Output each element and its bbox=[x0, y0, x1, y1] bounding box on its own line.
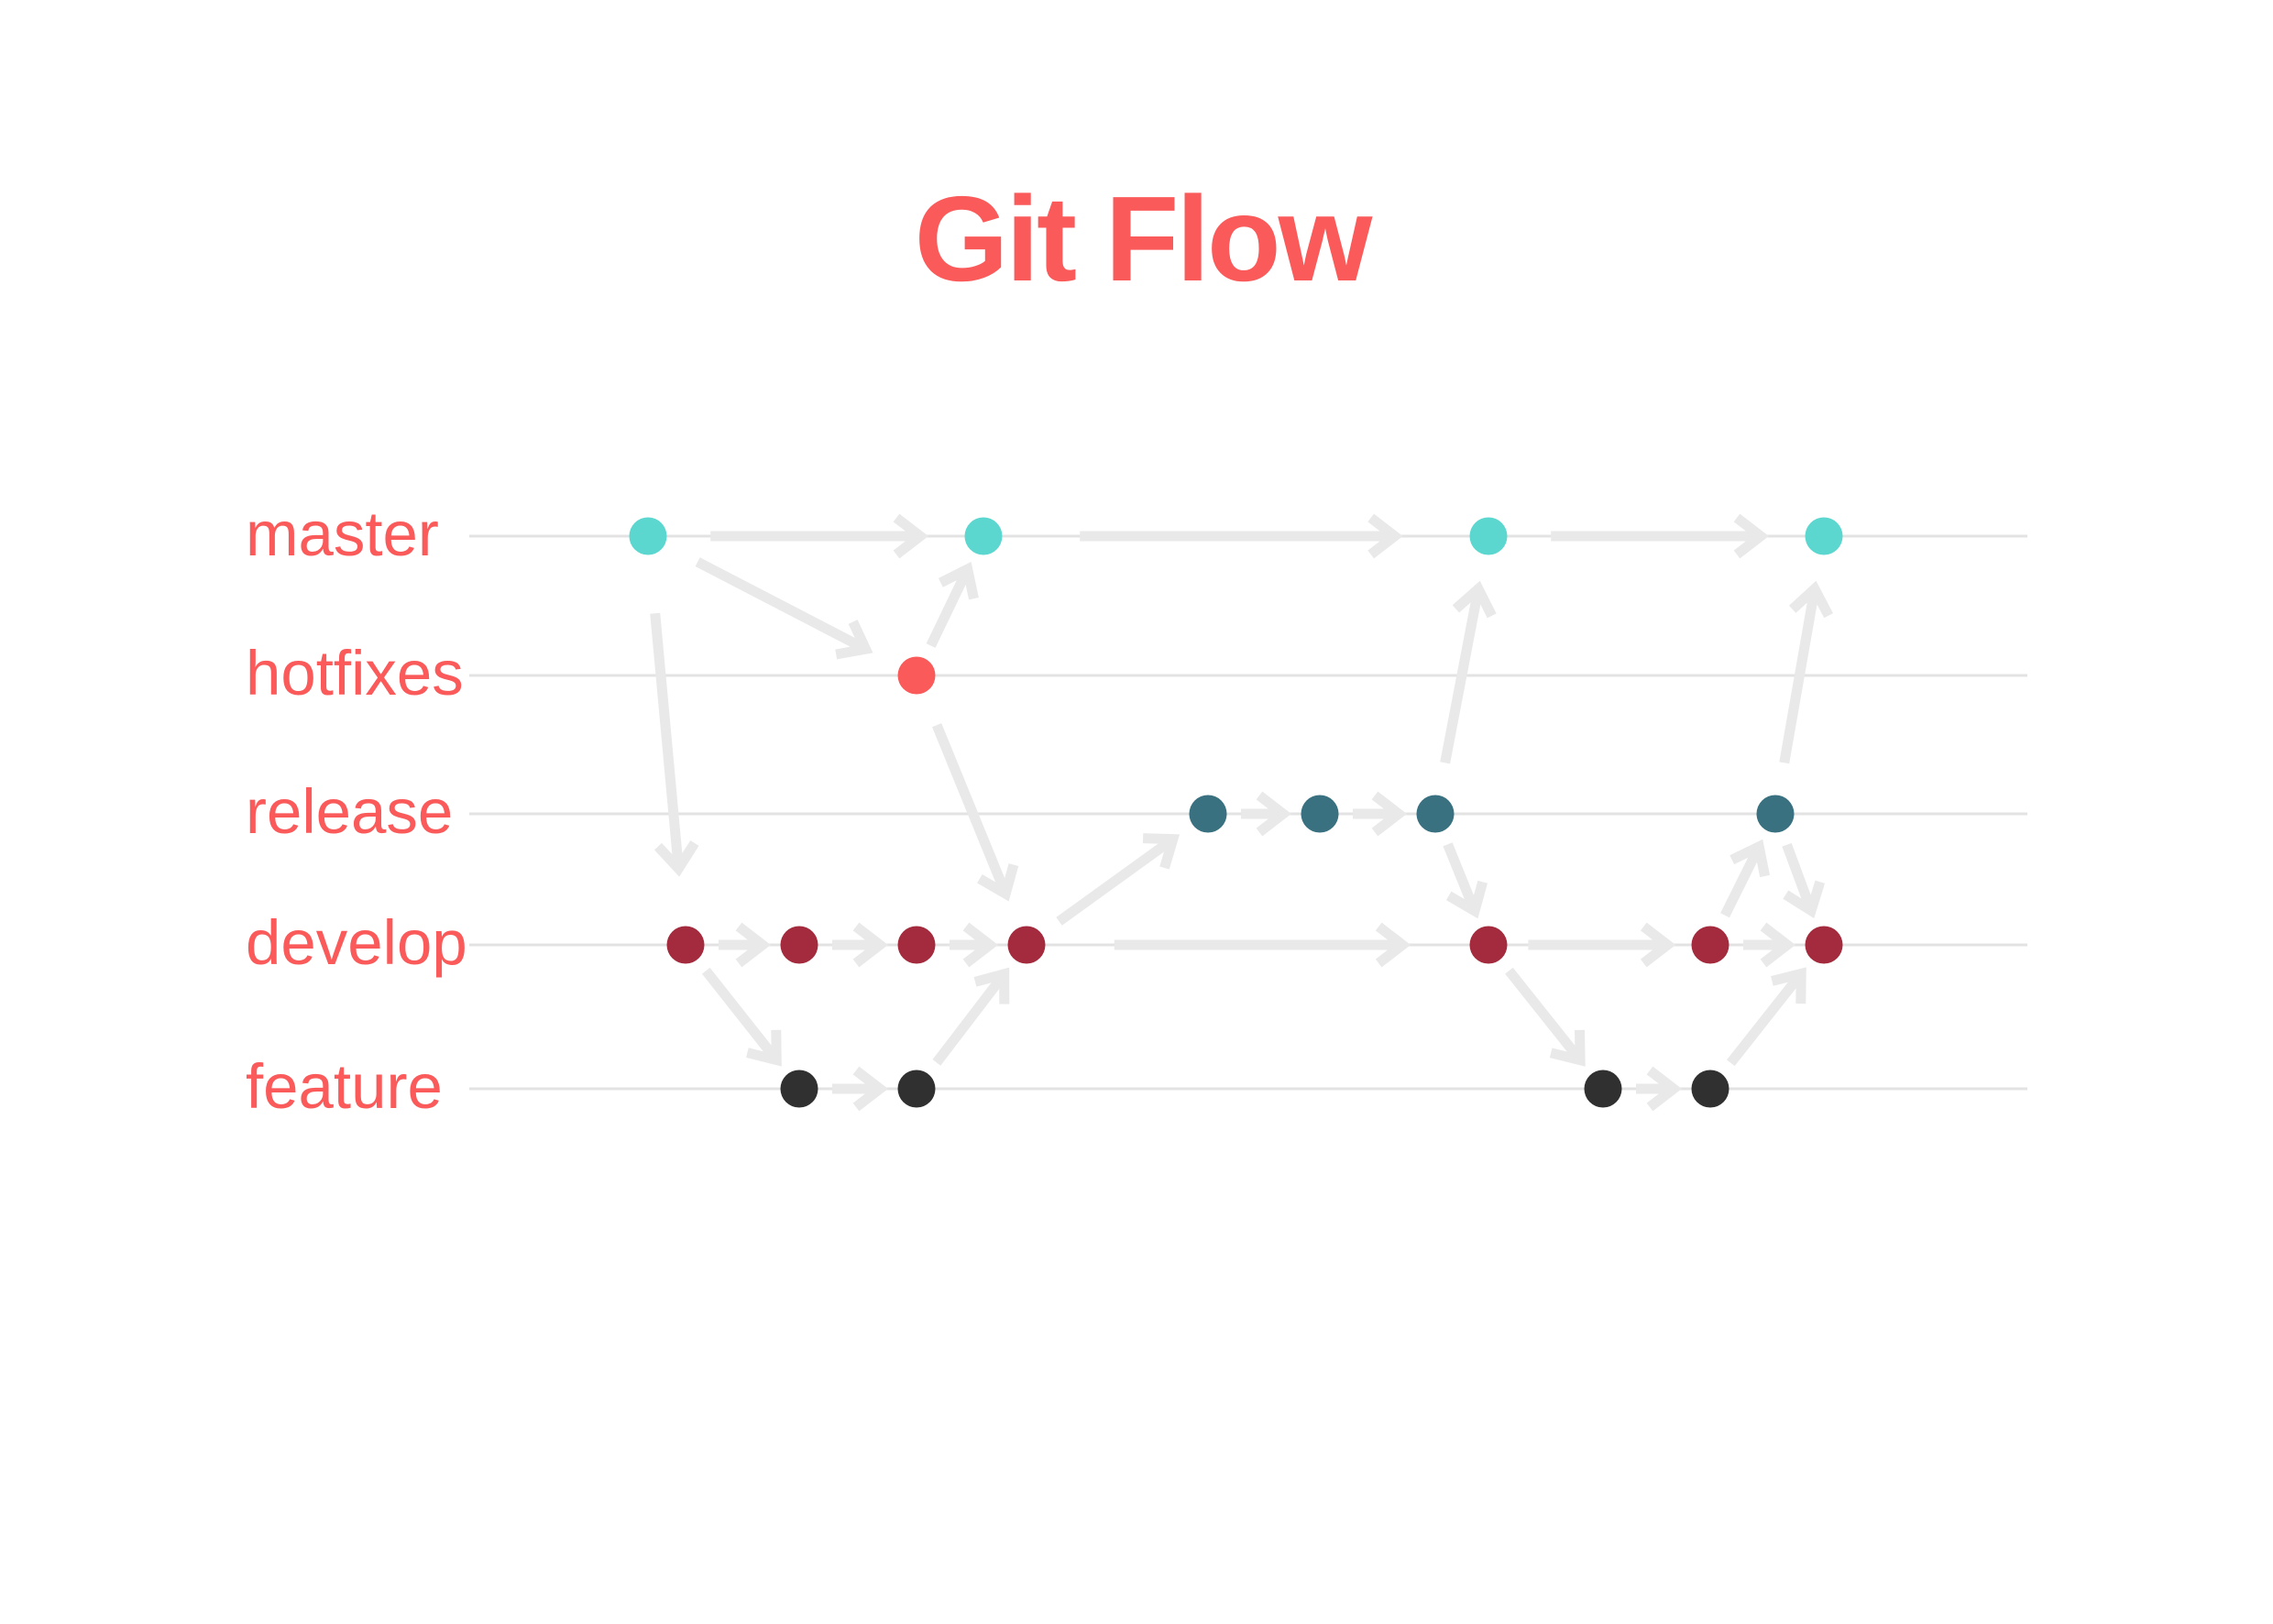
arrow-R3-M3-merge bbox=[1440, 580, 1497, 764]
arrow-F2-D4-merge bbox=[932, 967, 1010, 1066]
commit-dot-F4-feature bbox=[1691, 1070, 1729, 1108]
arrow-H1-D4-merge bbox=[932, 723, 1019, 902]
lane-label-master: master bbox=[246, 499, 439, 569]
commit-dot-H1-hotfixes bbox=[897, 656, 936, 695]
arrow-M2-M3-flow bbox=[1080, 513, 1403, 559]
commit-dot-R1-release bbox=[1189, 795, 1227, 833]
commit-dot-R2-release bbox=[1301, 795, 1339, 833]
arrow-R2-R3-flow bbox=[1353, 791, 1408, 837]
commit-dots-group bbox=[629, 517, 1843, 1108]
commit-dot-D6-develop bbox=[1691, 926, 1729, 964]
arrow-head bbox=[1445, 880, 1488, 919]
commit-dot-R4-release bbox=[1756, 795, 1795, 833]
arrow-head bbox=[973, 967, 1010, 1004]
arrow-head bbox=[1640, 922, 1676, 968]
arrow-head bbox=[1142, 833, 1180, 870]
commit-dot-D1-develop bbox=[666, 926, 705, 964]
arrow-head bbox=[977, 863, 1019, 902]
arrow-shaft bbox=[650, 612, 684, 863]
lane-label-release: release bbox=[246, 776, 453, 847]
lane-label-feature: feature bbox=[246, 1051, 443, 1122]
arrow-D4-D5-flow bbox=[1114, 922, 1411, 968]
arrow-head bbox=[1788, 580, 1833, 619]
diagram-title: Git Flow bbox=[915, 171, 1373, 306]
arrow-head bbox=[1733, 513, 1770, 559]
commit-dot-F2-feature bbox=[897, 1070, 936, 1108]
arrow-head bbox=[1371, 791, 1408, 837]
arrow-head bbox=[1646, 1066, 1683, 1112]
arrow-shaft bbox=[932, 976, 1005, 1066]
lane-labels-group: master hotfixes release develop feature bbox=[246, 499, 467, 1122]
arrow-shaft bbox=[1779, 594, 1819, 764]
commit-dot-F1-feature bbox=[780, 1070, 818, 1108]
arrow-head bbox=[1760, 922, 1796, 968]
arrow-shaft bbox=[926, 572, 970, 648]
arrow-shaft bbox=[1440, 594, 1483, 764]
arrow-head bbox=[852, 1066, 889, 1112]
arrow-D5-F3-branch bbox=[1505, 967, 1586, 1067]
arrows-group bbox=[650, 513, 1833, 1112]
lane-label-hotfixes: hotfixes bbox=[246, 638, 464, 708]
lane-label-develop: develop bbox=[246, 907, 467, 978]
commit-dot-M1-master bbox=[629, 517, 667, 555]
commit-dot-D4-develop bbox=[1007, 926, 1046, 964]
arrow-D6-R4-branch bbox=[1720, 839, 1770, 918]
arrow-D5-D6-flow bbox=[1528, 922, 1676, 968]
arrow-D4-R1-branch bbox=[1056, 833, 1180, 926]
arrow-shaft bbox=[1720, 850, 1762, 918]
arrow-head bbox=[1367, 513, 1403, 559]
arrow-R3-D5-merge bbox=[1443, 842, 1488, 919]
arrow-head bbox=[1375, 922, 1411, 968]
arrow-F3-F4-flow bbox=[1636, 1066, 1683, 1112]
arrow-head bbox=[1256, 791, 1292, 837]
arrow-head bbox=[893, 513, 929, 559]
arrow-head bbox=[746, 1029, 782, 1067]
arrow-shaft bbox=[1726, 975, 1802, 1067]
arrow-R1-R2-flow bbox=[1241, 791, 1292, 837]
arrow-shaft bbox=[1782, 842, 1814, 906]
arrow-head bbox=[1729, 839, 1770, 878]
commit-dot-M3-master bbox=[1469, 517, 1508, 555]
arrow-F1-F2-flow bbox=[832, 1066, 889, 1112]
arrow-head bbox=[962, 922, 999, 968]
arrow-D1-F1-branch bbox=[701, 967, 782, 1067]
arrow-D6-D7-flow bbox=[1743, 922, 1796, 968]
arrow-head bbox=[653, 839, 699, 877]
arrow-shaft bbox=[1056, 839, 1171, 926]
commit-dot-M2-master bbox=[964, 517, 1003, 555]
arrow-R4-D7-merge bbox=[1782, 842, 1826, 918]
arrow-head bbox=[1771, 967, 1806, 1004]
arrow-shaft bbox=[695, 557, 862, 651]
commit-dot-D7-develop bbox=[1805, 926, 1843, 964]
commit-dot-D3-develop bbox=[897, 926, 936, 964]
arrow-head bbox=[835, 620, 873, 660]
commit-dot-R3-release bbox=[1416, 795, 1455, 833]
arrow-shaft bbox=[1443, 842, 1477, 907]
arrow-F4-D7-merge bbox=[1726, 967, 1806, 1067]
arrow-shaft bbox=[1505, 967, 1581, 1059]
arrow-head bbox=[735, 922, 772, 968]
arrow-M1-H1-branch bbox=[695, 557, 873, 660]
commit-dot-D5-develop bbox=[1469, 926, 1508, 964]
arrow-head bbox=[1549, 1029, 1586, 1067]
arrow-shaft bbox=[701, 967, 777, 1059]
arrow-D1-D2-flow bbox=[719, 922, 772, 968]
arrow-M1-M2-flow bbox=[710, 513, 929, 559]
arrow-head bbox=[852, 922, 889, 968]
arrow-D2-D3-flow bbox=[832, 922, 889, 968]
arrow-head bbox=[1452, 580, 1497, 619]
arrow-head bbox=[938, 561, 979, 600]
commit-dot-D2-develop bbox=[780, 926, 818, 964]
arrow-M1-D1-branch bbox=[650, 612, 699, 877]
arrow-D3-D4-flow bbox=[950, 922, 999, 968]
arrow-H1-M2-merge bbox=[926, 561, 979, 648]
commit-dot-F3-feature bbox=[1584, 1070, 1622, 1108]
arrow-M3-M4-flow bbox=[1551, 513, 1770, 559]
commit-dot-M4-master bbox=[1805, 517, 1843, 555]
arrow-head bbox=[1783, 880, 1826, 918]
arrow-shaft bbox=[932, 723, 1008, 890]
arrow-R4-M4-merge bbox=[1779, 580, 1833, 764]
